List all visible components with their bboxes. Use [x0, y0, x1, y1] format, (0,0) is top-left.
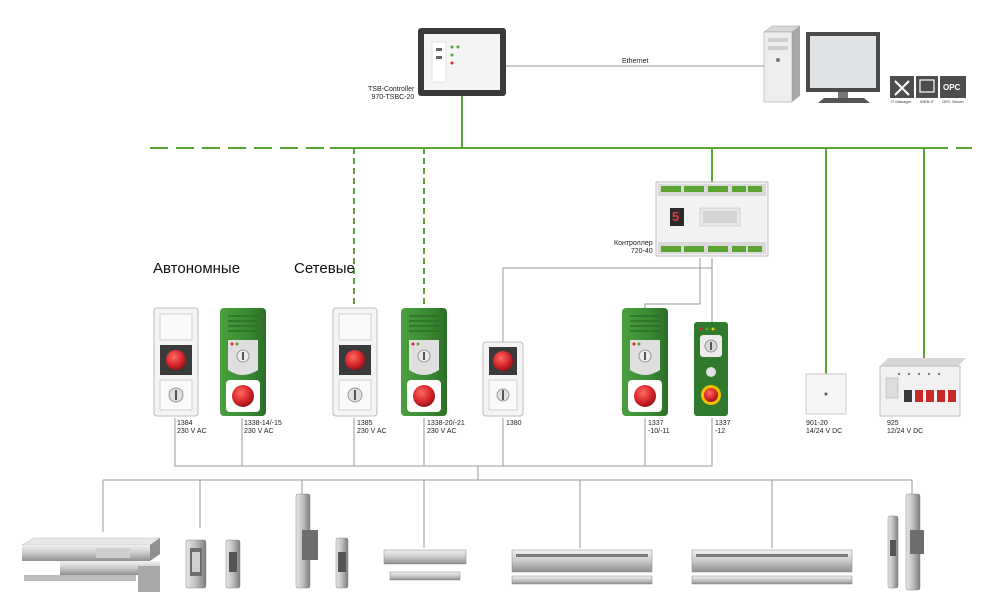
device-1338-20-body	[401, 308, 447, 416]
monitor	[806, 32, 880, 103]
device-label-925: 925 12/24 V DC	[887, 420, 923, 436]
emergency-button	[704, 388, 718, 402]
device-label-line2: -10/-11	[648, 428, 670, 435]
opc-server-icon	[940, 76, 966, 98]
emergency-button	[493, 351, 513, 371]
emergency-button	[413, 385, 435, 407]
device-label-line1: 1337	[715, 420, 731, 427]
lock-wiring	[102, 418, 913, 548]
device-label-line1: 925	[887, 420, 899, 427]
module-wiring	[502, 258, 713, 342]
device-label-line2: 230 V AC	[357, 428, 387, 435]
module-label: Контроллер 720-40	[614, 240, 653, 256]
device-1338-14-body	[220, 308, 266, 416]
opc-badge: OPC	[943, 83, 961, 92]
device-label-901-20: 901-20 14/24 V DC	[806, 420, 842, 436]
door-closer-hold-open	[21, 537, 161, 592]
opc-server-label: OPC Server	[942, 99, 964, 104]
device-label-line1: 1337	[648, 420, 664, 427]
electric-strike-small	[185, 539, 241, 589]
panel-925	[879, 358, 966, 417]
device-label-1338-14: 1338-14/-15 230 V AC	[244, 420, 282, 436]
controller-label-line2: 970-TSBC-20	[371, 94, 415, 101]
magnetic-lock-small	[383, 549, 467, 581]
device-label-1385: 1385 230 V AC	[357, 420, 387, 436]
emergency-button	[345, 350, 365, 370]
device-label-line2: -12	[715, 428, 726, 435]
device-label-line2: 230 V AC	[427, 428, 457, 435]
reader-901-20	[805, 373, 847, 415]
device-1385-body	[332, 307, 378, 417]
device-label-line1: 1338-20/-21	[427, 420, 465, 427]
web-it-icon	[916, 76, 938, 98]
web-it-label: WEB-IT	[920, 99, 934, 104]
tsb-controller-device	[418, 28, 506, 96]
pc-tower	[763, 25, 801, 103]
module-display: 5	[672, 209, 680, 224]
device-1384-body	[153, 307, 199, 417]
software-icons	[890, 76, 966, 98]
device-label-1337-12: 1337 -12	[715, 420, 731, 436]
device-label-line2: 14/24 V DC	[806, 428, 843, 435]
ethernet-label: Ethernet	[622, 58, 649, 65]
module-label-line1: Контроллер	[614, 240, 653, 247]
device-label-line2: 12/24 V DC	[887, 428, 924, 435]
emergency-button	[232, 385, 254, 407]
device-label-1338-20: 1338-20/-21 230 V AC	[427, 420, 465, 436]
it-manager-label: IT Manager	[890, 99, 912, 104]
device-label-line2: 230 V AC	[177, 428, 207, 435]
device-label-line1: 1338-14/-15	[244, 420, 282, 427]
magnetic-lock-medium	[511, 549, 653, 585]
controller-module-720-40	[655, 181, 769, 257]
module-label-line2: 720-40	[630, 248, 653, 255]
device-label-line2: 230 V AC	[244, 428, 274, 435]
device-label-line1: 901-20	[806, 420, 828, 427]
electric-lock-mortise	[887, 493, 924, 591]
device-1380-body	[482, 341, 524, 417]
emergency-button	[166, 350, 186, 370]
category-standalone: Автономные	[153, 260, 241, 277]
controller-label-line1: TSB-Controller	[368, 86, 415, 93]
device-label-1384: 1384 230 V AC	[177, 420, 207, 436]
device-label-line1: 1384	[177, 420, 193, 427]
device-label-1337-10: 1337 -10/-11	[648, 420, 670, 436]
network-bus	[150, 96, 972, 374]
device-label-line1: 1385	[357, 420, 373, 427]
device-1337-10-body	[622, 308, 668, 416]
magnetic-lock-double	[691, 549, 853, 585]
device-label-1380: 1380	[506, 420, 522, 428]
device-label-line1: 1380	[506, 420, 522, 427]
emergency-button	[634, 385, 656, 407]
category-networked: Сетевые	[294, 260, 355, 277]
device-1337-12-body	[694, 322, 728, 416]
electric-strike-long	[295, 493, 349, 589]
controller-label: TSB-Controller 970-TSBC-20	[368, 86, 414, 102]
